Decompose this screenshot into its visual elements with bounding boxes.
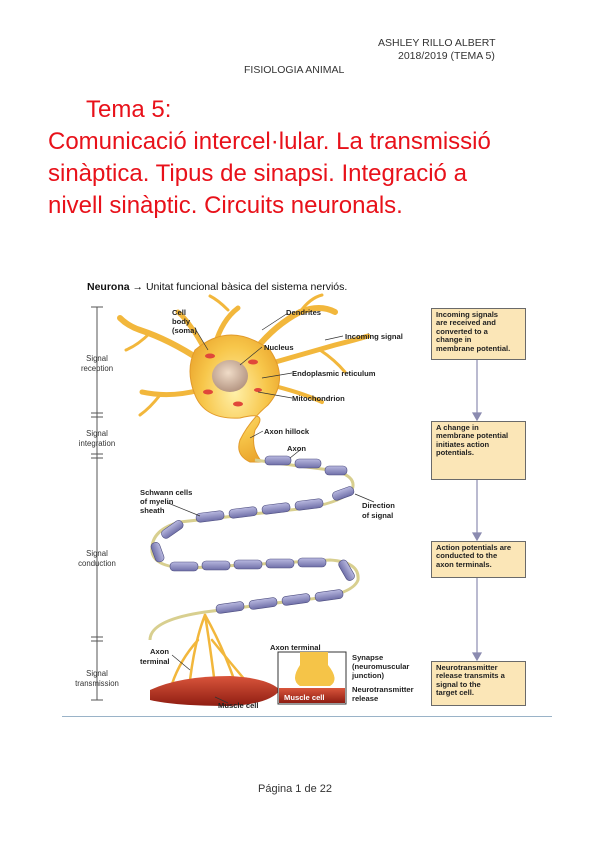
stage-conduction-1: Signal [86,549,108,558]
box4-line: signal to the [436,679,481,689]
label-muscle-cell-inset: Muscle cell [284,693,325,702]
label-er: Endoplasmic reticulum [292,369,376,378]
stage-integration-1: Signal [86,429,108,438]
stage-reception-1: Signal [86,354,108,363]
box2-line: potentials. [436,448,474,458]
title-line-1: Tema 5: [86,96,172,123]
header-author: ASHLEY RILLO ALBERT [378,37,496,49]
stage-transmission-1: Signal [86,669,108,678]
label-axon-terminal-2: terminal [140,657,170,666]
synapse-inset [277,651,347,705]
label-schwann-3: sheath [140,506,165,515]
box1-line: change in [436,335,472,345]
box2-line: initiates action [436,439,490,449]
label-direction-1: Direction [362,501,395,510]
title-line-3: sinàptica. Tipus de sinapsi. Integració … [48,160,467,187]
stage-conduction-2: conduction [78,559,116,568]
box2-line: membrane potential [436,431,509,441]
label-direction-2: of signal [362,511,393,520]
axon-shape [148,458,360,641]
box3-line: conducted to the [436,551,498,561]
stage-ruler [91,306,103,701]
box4-line: target cell. [436,688,474,698]
label-schwann-1: Schwann cells [140,488,192,497]
myelin-segments [150,455,355,614]
box3-line: Action potentials are [436,543,512,552]
dendrites-shape [117,293,371,417]
header-year-topic: 2018/2019 (TEMA 5) [398,50,495,62]
leader-lines [167,312,375,704]
info-box-transmission: Neurotransmitter release transmits a sig… [431,661,526,706]
flow-arrows [471,360,483,662]
label-mitochondrion: Mitochondrion [292,394,345,403]
box1-line: are received and [436,318,496,328]
label-synapse-3: junction) [351,671,385,680]
box2-line: A change in [436,423,479,432]
label-nt-release-1: Neurotransmitter [352,685,414,694]
info-box-reception: Incoming signals are received and conver… [431,308,526,360]
box1-line: converted to a [436,326,488,336]
stage-reception-2: reception [81,364,113,373]
page-number: Página 1 de 22 [258,783,333,795]
muscle-cell-shape [150,676,280,706]
mitochondria-shapes [203,353,262,407]
info-box-conduction: Action potentials are conducted to the a… [431,541,526,578]
box1-line: Incoming signals [436,310,499,319]
nucleus-shape [212,360,248,392]
label-cell-body-2: body [172,317,191,326]
label-cell-body-3: (soma) [172,326,197,335]
label-axon-hillock: Axon hillock [264,427,310,436]
caption-text: Unitat funcional bàsica del sistema nerv… [145,281,348,293]
label-cell-body-1: Cell [172,308,186,317]
box1-line: membrane potential. [436,343,511,353]
caption-arrow: → [132,281,144,293]
label-nt-release-2: release [352,694,378,703]
label-muscle-cell: Muscle cell [218,701,259,710]
footer-rule [62,716,552,717]
caption-term: Neurona [87,281,130,293]
label-axon-terminal-inset: Axon terminal [270,643,321,652]
stage-transmission-2: transmission [75,679,119,688]
label-axon-terminal-1: Axon [150,647,169,656]
info-box-integration: A change in membrane potential initiates… [431,421,526,480]
label-axon: Axon [287,444,306,453]
label-synapse-1: Synapse [352,653,383,662]
title-line-2: Comunicació intercel·lular. La transmiss… [48,128,491,155]
axon-terminal-branches [170,613,247,687]
figure-caption: Neurona → Unitat funcional bàsica del si… [87,281,347,293]
label-incoming-signal: Incoming signal [345,332,403,341]
cell-body-shape [189,334,280,463]
label-dendrites: Dendrites [286,308,321,317]
header-subject: FISIOLOGIA ANIMAL [244,64,345,76]
box4-line: release transmits a [436,671,505,681]
box3-line: axon terminals. [436,559,492,569]
label-nucleus: Nucleus [264,343,294,352]
box4-line: Neurotransmitter [436,663,498,672]
title-line-4: nivell sinàptic. Circuits neuronals. [48,192,403,219]
label-synapse-2: (neuromuscular [352,662,409,671]
label-schwann-2: of myelin [140,497,174,506]
stage-integration-2: integration [79,439,115,448]
